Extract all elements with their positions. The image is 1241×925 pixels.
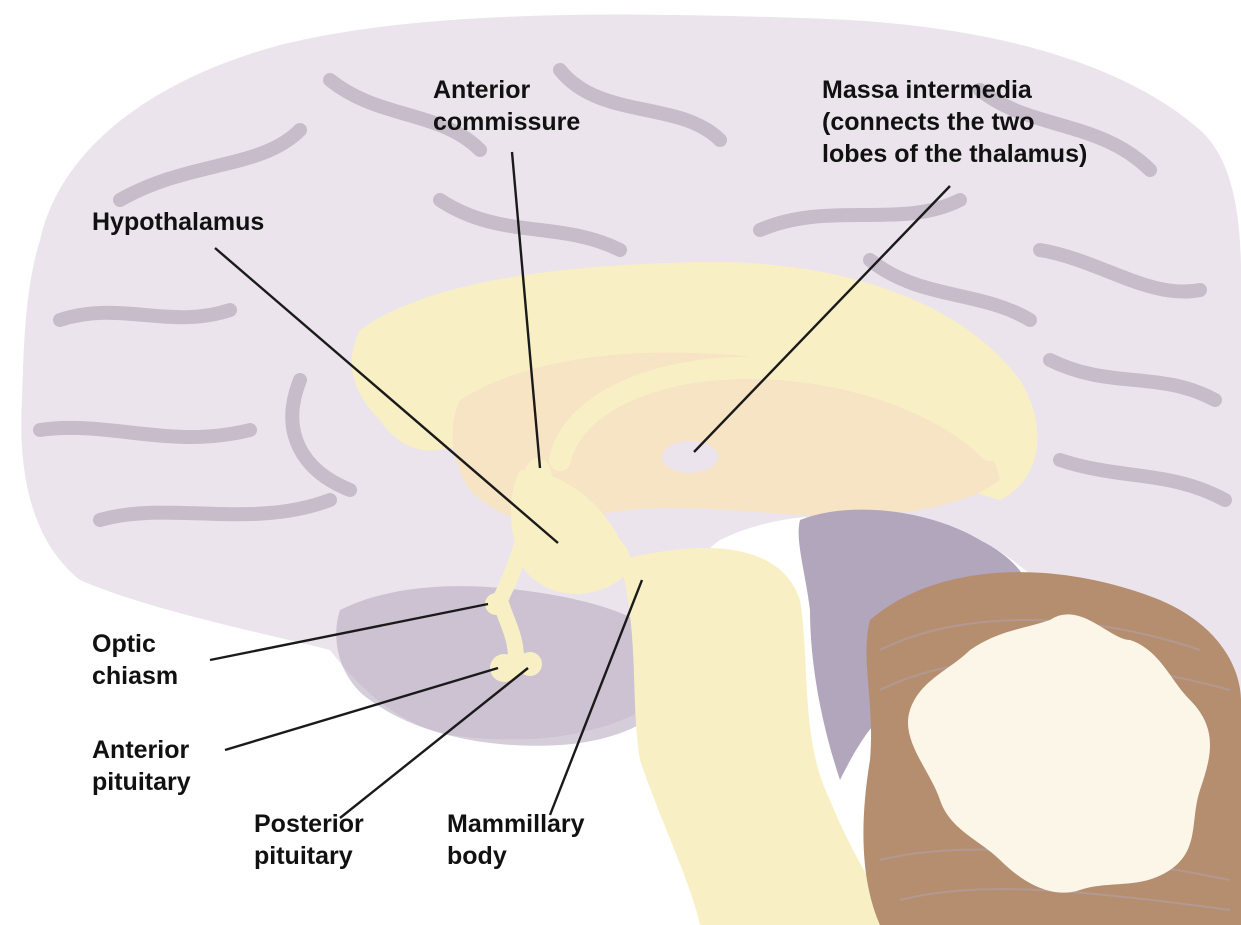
label-anterior-commissure: Anterior commissure xyxy=(433,74,580,138)
label-line: chiasm xyxy=(92,660,178,692)
anterior-commissure-structure xyxy=(524,458,552,498)
optic-chiasm-body xyxy=(485,593,507,615)
label-line: Anterior xyxy=(92,734,191,766)
label-hypothalamus: Hypothalamus xyxy=(92,206,264,238)
label-optic-chiasm: Optic chiasm xyxy=(92,628,178,692)
label-line: Massa intermedia xyxy=(822,74,1087,106)
label-line: (connects the two xyxy=(822,106,1087,138)
label-line: Posterior xyxy=(254,808,364,840)
label-line: lobes of the thalamus) xyxy=(822,138,1087,170)
label-line: pituitary xyxy=(254,840,364,872)
label-anterior-pituitary: Anterior pituitary xyxy=(92,734,191,798)
cerebellum xyxy=(863,572,1241,925)
massa-intermedia-structure xyxy=(662,441,718,473)
label-line: pituitary xyxy=(92,766,191,798)
label-line: Hypothalamus xyxy=(92,206,264,238)
label-line: body xyxy=(447,840,585,872)
label-line: commissure xyxy=(433,106,580,138)
label-posterior-pituitary: Posterior pituitary xyxy=(254,808,364,872)
label-mammillary-body: Mammillary body xyxy=(447,808,585,872)
label-massa-intermedia: Massa intermedia (connects the two lobes… xyxy=(822,74,1087,170)
label-line: Mammillary xyxy=(447,808,585,840)
label-line: Optic xyxy=(92,628,178,660)
label-line: Anterior xyxy=(433,74,580,106)
mammillary-body-structure xyxy=(630,573,654,597)
